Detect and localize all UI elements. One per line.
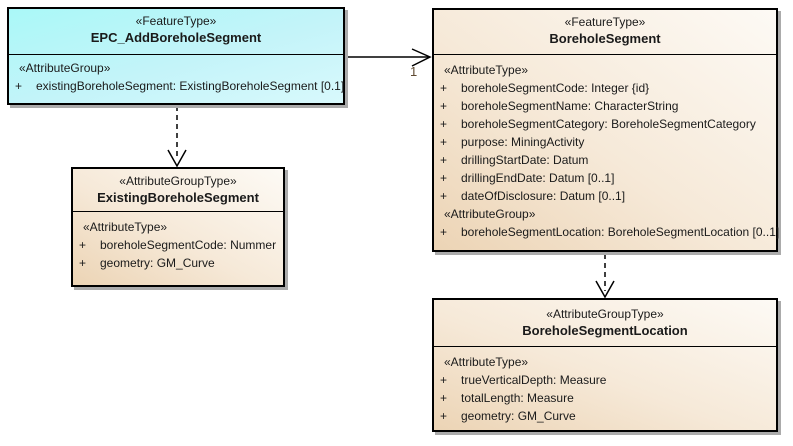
stereotype-label: «AttributeGroupType» [546, 307, 664, 321]
class-box-boreholesegmentlocation[interactable]: «AttributeGroupType» BoreholeSegmentLoca… [432, 298, 778, 432]
class-name: BoreholeSegment [549, 31, 661, 46]
association-connector[interactable] [346, 48, 432, 67]
attribute-text: purpose: MiningActivity [461, 135, 585, 149]
attribute-row: + boreholeSegmentName: CharacterString [434, 97, 776, 115]
attribute-text: boreholeSegmentLocation: BoreholeSegment… [461, 225, 780, 239]
class-box-existingboreholesegment[interactable]: «AttributeGroupType» ExistingBoreholeSeg… [71, 167, 285, 287]
dependency-connector-location[interactable] [595, 254, 615, 299]
visibility-marker: + [440, 225, 448, 239]
attribute-text: geometry: GM_Curve [461, 409, 576, 423]
visibility-marker: + [79, 256, 87, 270]
attribute-text: drillingEndDate: Datum [0..1] [461, 171, 615, 185]
visibility-marker: + [440, 81, 448, 95]
attribute-row: + existingBoreholeSegment: ExistingBoreh… [9, 77, 345, 95]
attribute-type-label: «AttributeType» [83, 220, 168, 234]
attribute-row: + geometry: GM_Curve [434, 407, 776, 425]
visibility-marker: + [440, 409, 448, 423]
attribute-row: + boreholeSegmentCategory: BoreholeSegme… [434, 115, 776, 133]
attribute-text: dateOfDisclosure: Datum [0..1] [461, 189, 626, 203]
visibility-marker: + [440, 391, 448, 405]
stereotype-label: «FeatureType» [135, 14, 217, 28]
attribute-text: existingBoreholeSegment: ExistingBorehol… [36, 79, 345, 93]
attribute-text: drillingStartDate: Datum [461, 153, 589, 167]
attribute-text: trueVerticalDepth: Measure [461, 373, 607, 387]
class-name: BoreholeSegmentLocation [522, 323, 688, 338]
attribute-compartment: «AttributeType» + boreholeSegmentCode: N… [73, 212, 283, 272]
attribute-compartment: «AttributeType» + boreholeSegmentCode: I… [434, 55, 780, 241]
dependency-connector-existing[interactable] [167, 106, 187, 168]
attribute-row: + geometry: GM_Curve [73, 254, 283, 272]
attribute-text: geometry: GM_Curve [100, 256, 215, 270]
attribute-row: + totalLength: Measure [434, 389, 776, 407]
attribute-text: totalLength: Measure [461, 391, 574, 405]
class-name: ExistingBoreholeSegment [97, 190, 259, 205]
stereotype-label: «AttributeGroupType» [119, 174, 237, 188]
stereotype-label: «FeatureType» [564, 15, 646, 29]
visibility-marker: + [440, 117, 448, 131]
attribute-type-label: «AttributeType» [444, 63, 529, 77]
attribute-group-label: «AttributeGroup» [19, 61, 111, 75]
dependency-open-arrowhead-location [595, 280, 615, 299]
attribute-row: + drillingEndDate: Datum [0..1] [434, 169, 776, 187]
class-box-epc-addboreholesegment[interactable]: «FeatureType» EPC_AddBoreholeSegment «At… [7, 7, 345, 105]
visibility-marker: + [15, 79, 23, 93]
attribute-row: + boreholeSegmentCode: Nummer [73, 236, 283, 254]
attribute-compartment: «AttributeType» + trueVerticalDepth: Mea… [434, 347, 776, 425]
class-header: «AttributeGroupType» BoreholeSegmentLoca… [434, 300, 776, 347]
visibility-marker: + [79, 238, 87, 252]
visibility-marker: + [440, 171, 448, 185]
attribute-text: boreholeSegmentCategory: BoreholeSegment… [461, 117, 756, 131]
class-header: «FeatureType» BoreholeSegment [434, 10, 776, 55]
class-header: «FeatureType» EPC_AddBoreholeSegment [9, 9, 343, 55]
class-name: EPC_AddBoreholeSegment [90, 30, 262, 45]
visibility-marker: + [440, 99, 448, 113]
visibility-marker: + [440, 135, 448, 149]
attribute-compartment: «AttributeGroup» + existingBoreholeSegme… [9, 55, 345, 95]
class-box-boreholesegment[interactable]: «FeatureType» BoreholeSegment «Attribute… [432, 8, 780, 252]
attribute-text: boreholeSegmentCode: Integer {id} [461, 81, 650, 95]
attribute-text: boreholeSegmentCode: Nummer [100, 238, 277, 252]
attribute-group-label: «AttributeGroup» [444, 207, 536, 221]
attribute-row: + purpose: MiningActivity [434, 133, 776, 151]
class-header: «AttributeGroupType» ExistingBoreholeSeg… [73, 169, 283, 212]
attribute-row: + dateOfDisclosure: Datum [0..1] [434, 187, 776, 205]
attribute-row: + drillingStartDate: Datum [434, 151, 776, 169]
attribute-text: boreholeSegmentName: CharacterString [461, 99, 679, 113]
attribute-row: + boreholeSegmentCode: Integer {id} [434, 79, 776, 97]
multiplicity-label: 1 [410, 64, 418, 79]
attribute-type-label: «AttributeType» [444, 355, 529, 369]
visibility-marker: + [440, 189, 448, 203]
dependency-open-arrowhead-existing [167, 149, 187, 168]
attribute-row: + boreholeSegmentLocation: BoreholeSegme… [434, 223, 780, 241]
visibility-marker: + [440, 373, 448, 387]
visibility-marker: + [440, 153, 448, 167]
attribute-row: + trueVerticalDepth: Measure [434, 371, 776, 389]
